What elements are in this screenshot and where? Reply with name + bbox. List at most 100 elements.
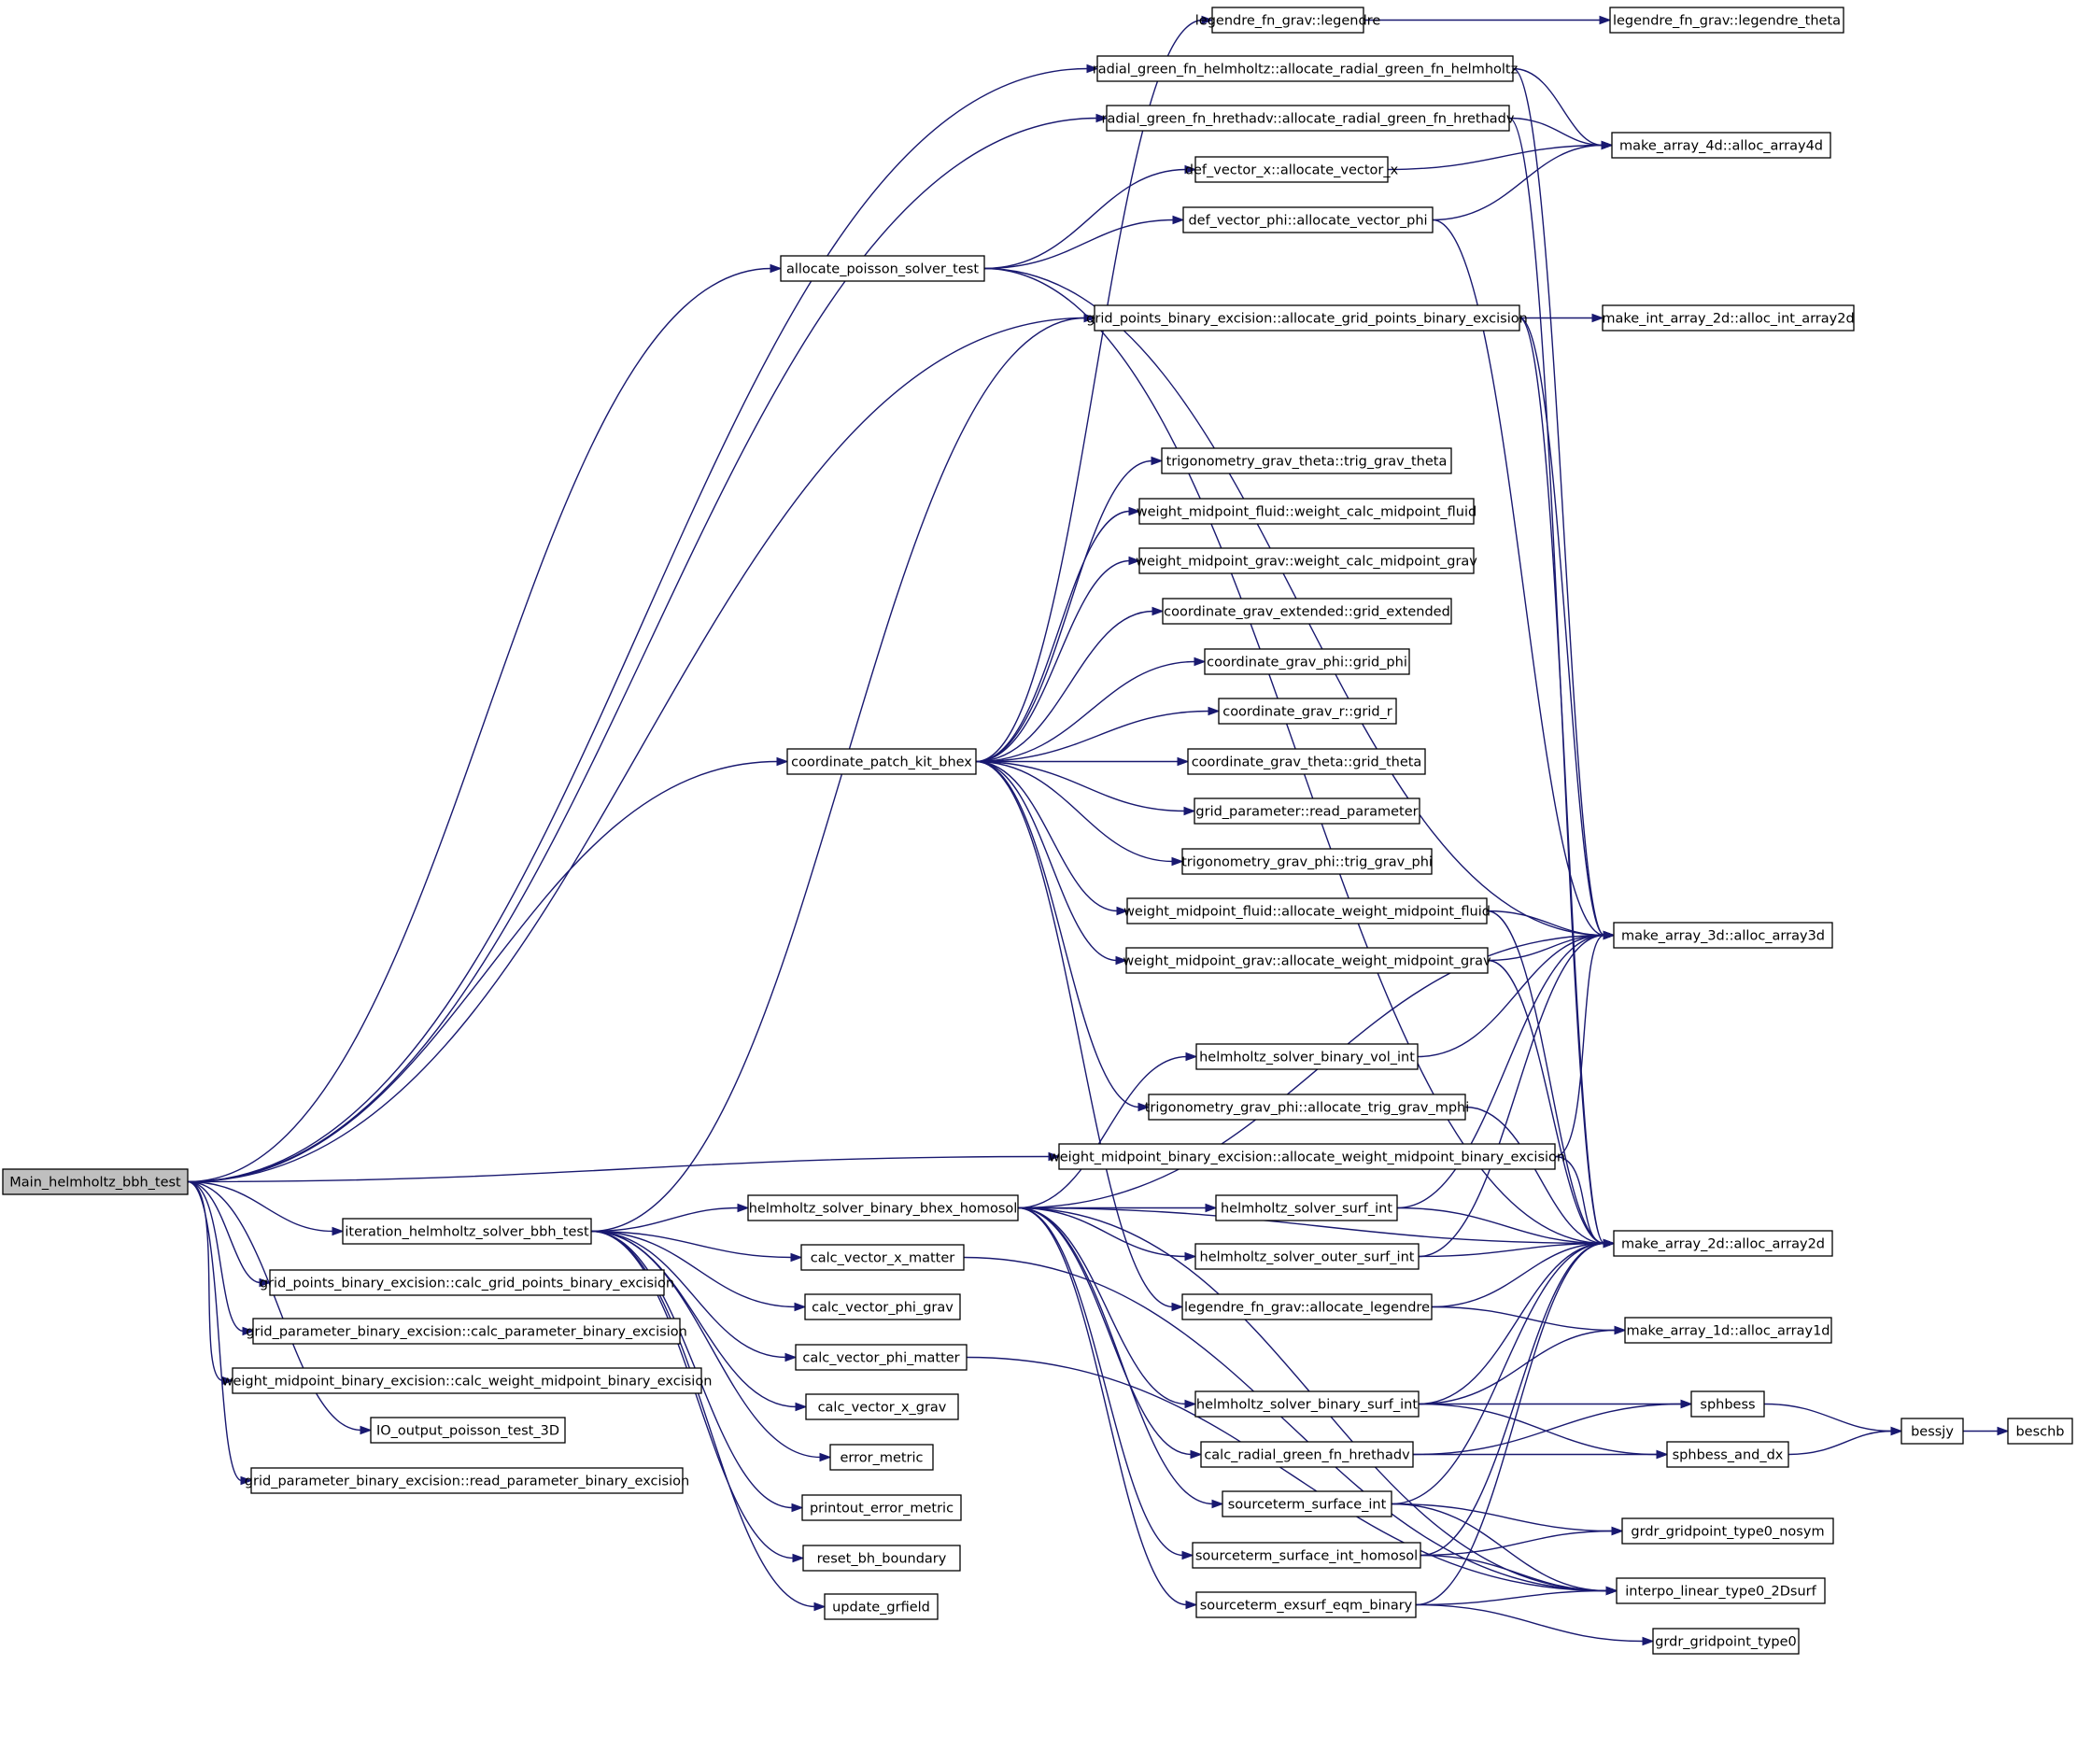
node-arr1d[interactable]: make_array_1d::alloc_array1d bbox=[1624, 1317, 1832, 1344]
node-bin-surf[interactable]: helmholtz_solver_binary_surf_int bbox=[1194, 1390, 1420, 1418]
node-cvphi-matter[interactable]: calc_vector_phi_matter bbox=[795, 1344, 968, 1371]
edge-awm-bin-to-arr3d bbox=[1554, 934, 1605, 1158]
node-vec-x[interactable]: def_vector_x::allocate_vector_x bbox=[1185, 156, 1399, 183]
node-homosol[interactable]: helmholtz_solver_binary_bhex_homosol bbox=[747, 1194, 1019, 1221]
edge-arrowhead bbox=[1642, 1636, 1655, 1646]
edge-main-to-read-bin bbox=[187, 1180, 243, 1482]
node-box bbox=[252, 1318, 681, 1345]
edge-main-to-rg-hreth bbox=[187, 117, 1098, 1183]
node-trig-phi[interactable]: trigonometry_grav_phi::trig_grav_phi bbox=[1181, 848, 1433, 875]
edge-arrowhead bbox=[792, 1553, 805, 1563]
node-label: sphbess bbox=[1700, 1398, 1755, 1413]
node-label: weight_midpoint_binary_excision::calc_we… bbox=[222, 1375, 713, 1390]
edge-outer-surf-to-arr2d bbox=[1418, 1242, 1605, 1258]
node-alloc-poisson[interactable]: allocate_poisson_solver_test bbox=[780, 255, 985, 282]
node-calc-gp[interactable]: grid_points_binary_excision::calc_grid_p… bbox=[260, 1269, 674, 1296]
edge-patch-to-awm-grav bbox=[975, 760, 1118, 962]
node-arr4d[interactable]: make_array_4d::alloc_array4d bbox=[1611, 132, 1831, 159]
node-vol-int[interactable]: helmholtz_solver_binary_vol_int bbox=[1195, 1043, 1419, 1070]
edge-arrowhead bbox=[1048, 1151, 1061, 1162]
node-label: make_array_3d::alloc_array3d bbox=[1621, 929, 1825, 944]
node-wm-fluid[interactable]: weight_midpoint_fluid::weight_calc_midpo… bbox=[1137, 498, 1477, 525]
node-awm-fluid[interactable]: weight_midpoint_fluid::allocate_weight_m… bbox=[1123, 897, 1491, 924]
node-outer-surf[interactable]: helmholtz_solver_outer_surf_int bbox=[1194, 1243, 1420, 1270]
node-arr2d[interactable]: make_array_2d::alloc_array2d bbox=[1613, 1230, 1833, 1257]
node-box bbox=[1106, 105, 1510, 132]
edge-main-to-calc-param bbox=[187, 1180, 245, 1333]
node-cvx-matter[interactable]: calc_vector_x_matter bbox=[800, 1244, 965, 1271]
edge-arrowhead bbox=[1611, 1526, 1624, 1536]
edge-bin-surf-to-sphbess-dx bbox=[1418, 1403, 1659, 1456]
node-main[interactable]: Main_helmholtz_bbh_test bbox=[2, 1168, 189, 1195]
node-box bbox=[1900, 1418, 1964, 1445]
node-rg-helm[interactable]: radial_green_fn_helmholtz::allocate_radi… bbox=[1093, 55, 1518, 82]
edge-patch-to-alloc-leg bbox=[975, 760, 1174, 1308]
node-arr3d[interactable]: make_array_3d::alloc_array3d bbox=[1613, 922, 1833, 949]
node-label: reset_bh_boundary bbox=[817, 1552, 947, 1567]
node-grid-r[interactable]: coordinate_grav_r::grid_r bbox=[1218, 698, 1397, 725]
node-grdr-nosym[interactable]: grdr_gridpoint_type0_nosym bbox=[1621, 1517, 1834, 1545]
node-err-metric[interactable]: error_metric bbox=[829, 1444, 934, 1471]
node-wm-grav[interactable]: weight_midpoint_grav::weight_calc_midpoi… bbox=[1136, 547, 1477, 574]
node-calc-param[interactable]: grid_parameter_binary_excision::calc_par… bbox=[246, 1318, 687, 1345]
node-grid-ext[interactable]: coordinate_grav_extended::grid_extended bbox=[1162, 598, 1452, 625]
edge-homosol-to-outer-surf bbox=[1017, 1207, 1187, 1258]
edge-alloc-poisson-to-vec-x bbox=[983, 168, 1187, 270]
node-sphbess[interactable]: sphbess bbox=[1690, 1390, 1765, 1418]
node-io-out[interactable]: IO_output_poisson_test_3D bbox=[370, 1417, 566, 1444]
edge-iter-to-homosol bbox=[590, 1207, 740, 1233]
node-sphbess-dx[interactable]: sphbess_and_dx bbox=[1666, 1441, 1789, 1468]
edge-patch-to-grid-phi bbox=[975, 660, 1196, 763]
node-bessjy[interactable]: bessjy bbox=[1900, 1418, 1964, 1445]
node-gp-bin[interactable]: grid_points_binary_excision::allocate_gr… bbox=[1086, 304, 1528, 332]
node-src-exsurf[interactable]: sourceterm_exsurf_eqm_binary bbox=[1195, 1591, 1417, 1618]
node-src-surf[interactable]: sourceterm_surface_int bbox=[1222, 1490, 1392, 1517]
node-vec-phi[interactable]: def_vector_phi::allocate_vector_phi bbox=[1182, 206, 1434, 233]
node-read-param[interactable]: grid_parameter::read_parameter bbox=[1194, 797, 1420, 825]
node-awm-grav[interactable]: weight_midpoint_grav::allocate_weight_mi… bbox=[1123, 947, 1491, 974]
node-trig-theta[interactable]: trigonometry_grav_theta::trig_grav_theta bbox=[1161, 447, 1452, 474]
node-alloc-leg[interactable]: legendre_fn_grav::allocate_legendre bbox=[1181, 1293, 1433, 1320]
edge-arrowhead bbox=[791, 1503, 804, 1513]
edge-rg-hreth-to-arr2d bbox=[1508, 117, 1605, 1245]
node-box bbox=[1611, 132, 1831, 159]
node-box bbox=[801, 1494, 962, 1521]
node-box bbox=[250, 1467, 684, 1494]
node-legendre[interactable]: legendre_fn_grav::legendre bbox=[1195, 7, 1381, 34]
node-crg-hreth[interactable]: calc_radial_green_fn_hrethadv bbox=[1200, 1441, 1414, 1468]
node-reset-bh[interactable]: reset_bh_boundary bbox=[802, 1545, 961, 1572]
node-box bbox=[1616, 1577, 1826, 1604]
node-beschb[interactable]: beschb bbox=[2007, 1418, 2073, 1445]
node-interpo[interactable]: interpo_linear_type0_2Dsurf bbox=[1616, 1577, 1826, 1604]
node-read-bin[interactable]: grid_parameter_binary_excision::read_par… bbox=[245, 1467, 689, 1494]
node-cvx-grav[interactable]: calc_vector_x_grav bbox=[805, 1393, 959, 1420]
node-grdr-type0[interactable]: grdr_gridpoint_type0 bbox=[1652, 1628, 1800, 1655]
node-calc-wm[interactable]: weight_midpoint_binary_excision::calc_we… bbox=[222, 1367, 713, 1394]
node-surf-int[interactable]: helmholtz_solver_surf_int bbox=[1215, 1194, 1398, 1221]
node-awm-bin[interactable]: weight_midpoint_binary_excision::allocat… bbox=[1049, 1143, 1565, 1170]
node-src-surf-h[interactable]: sourceterm_surface_int_homosol bbox=[1192, 1542, 1421, 1569]
edge-arrowhead bbox=[819, 1452, 832, 1462]
node-update-gr[interactable]: update_grfield bbox=[824, 1593, 939, 1620]
edge-arrowhead bbox=[1151, 456, 1164, 466]
node-int2d[interactable]: make_int_array_2d::alloc_int_array2d bbox=[1602, 304, 1855, 332]
node-box bbox=[1602, 304, 1855, 332]
node-cvphi-grav[interactable]: calc_vector_phi_grav bbox=[804, 1293, 961, 1320]
node-legendre-theta[interactable]: legendre_fn_grav::legendre_theta bbox=[1609, 7, 1844, 34]
edge-surf-int-to-arr2d bbox=[1396, 1207, 1605, 1245]
node-label: weight_midpoint_grav::allocate_weight_mi… bbox=[1123, 954, 1491, 969]
node-trig-mphi[interactable]: trigonometry_grav_phi::allocate_trig_gra… bbox=[1145, 1094, 1470, 1121]
node-box bbox=[1162, 598, 1452, 625]
node-label: bessjy bbox=[1911, 1425, 1954, 1440]
node-printout[interactable]: printout_error_metric bbox=[801, 1494, 962, 1521]
node-box bbox=[1195, 1591, 1417, 1618]
edge-arrowhead bbox=[1194, 656, 1207, 667]
node-rg-hreth[interactable]: radial_green_fn_hrethadv::allocate_radia… bbox=[1102, 105, 1515, 132]
node-iter[interactable]: iteration_helmholtz_solver_bbh_test bbox=[342, 1218, 592, 1245]
edge-arrowhead bbox=[1086, 64, 1099, 74]
node-grid-phi[interactable]: coordinate_grav_phi::grid_phi bbox=[1204, 648, 1410, 675]
edge-homosol-to-vol-int bbox=[1017, 1055, 1188, 1209]
node-grid-theta[interactable]: coordinate_grav_theta::grid_theta bbox=[1187, 748, 1426, 775]
node-patch[interactable]: coordinate_patch_kit_bhex bbox=[786, 748, 977, 775]
edge-arrowhead bbox=[1184, 164, 1197, 175]
